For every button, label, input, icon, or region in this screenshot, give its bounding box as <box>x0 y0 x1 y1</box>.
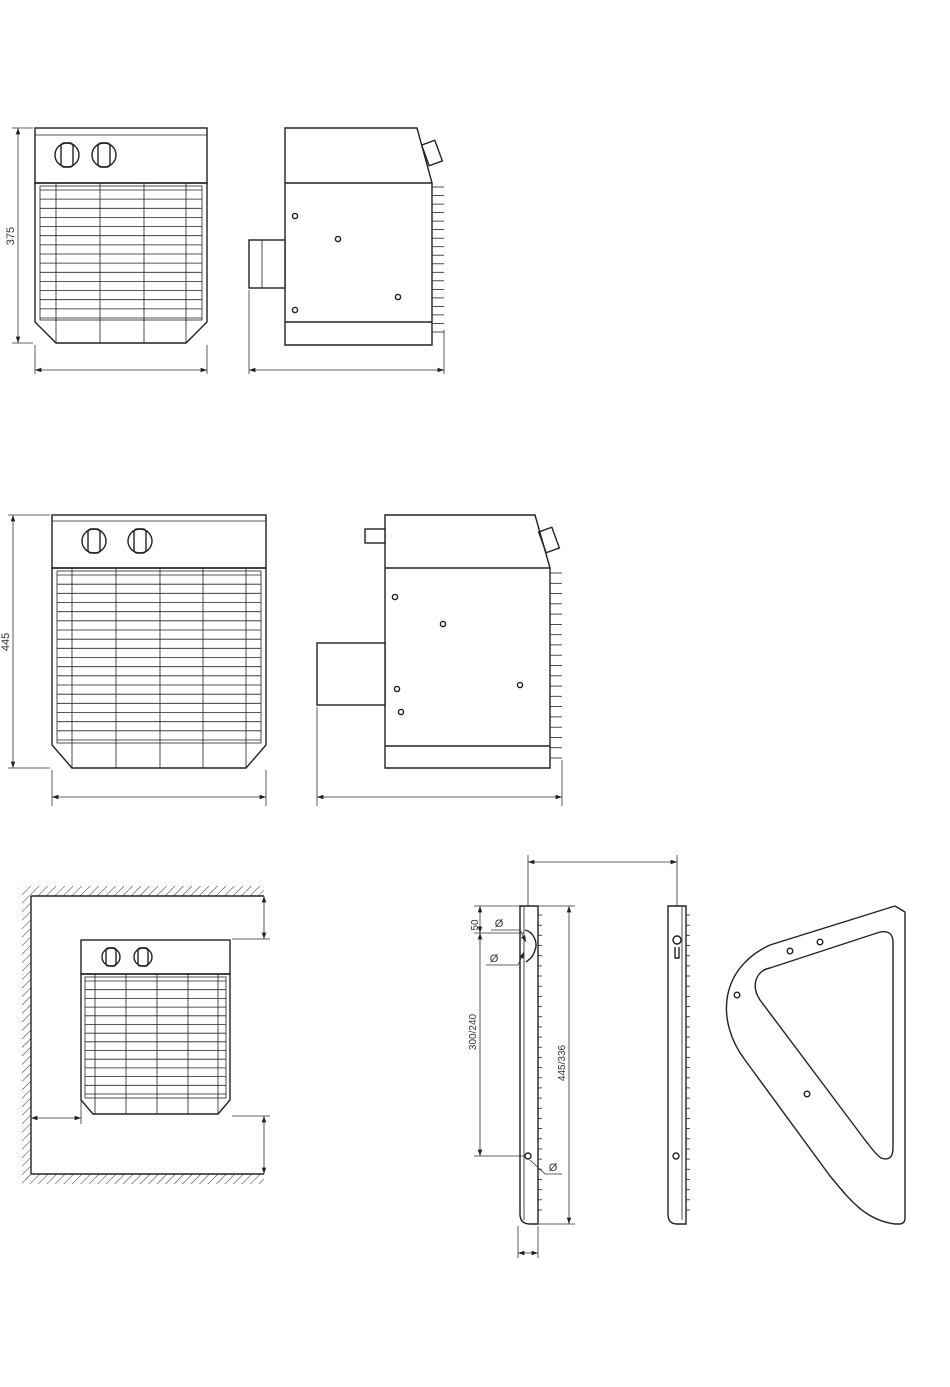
handle-icon <box>422 140 443 165</box>
width-dimension <box>52 770 266 806</box>
diameter-symbol: Ø <box>549 1162 558 1174</box>
depth-dimension <box>317 707 562 806</box>
depth-dimension <box>249 290 444 374</box>
knob-icon <box>55 143 79 167</box>
small-heater-front-view: 375 <box>5 128 207 374</box>
knob-icon <box>134 948 152 966</box>
knob-icon <box>102 948 120 966</box>
front-grille <box>35 183 207 343</box>
knob-icon <box>82 529 106 553</box>
small-heater-side-view <box>249 128 444 374</box>
diameter-symbol: Ø <box>495 918 504 930</box>
bracket-dimension-view: 50 300/240 445/336 Ø Ø Ø <box>468 855 677 1258</box>
dimension-label: 445 <box>0 633 12 651</box>
height-dimension-375: 375 <box>5 128 33 343</box>
front-grille <box>52 568 266 768</box>
large-heater-side-view <box>317 515 562 806</box>
dimension-label-300-240: 300/240 <box>468 1013 479 1050</box>
width-dimension <box>35 345 207 374</box>
knob-icon <box>92 143 116 167</box>
diameter-symbol: Ø <box>490 953 499 965</box>
dimension-label-445-336: 445/336 <box>557 1044 568 1081</box>
bracket-profile-view <box>726 906 905 1224</box>
large-heater-front-view: 445 <box>0 515 266 806</box>
handle-icon <box>539 527 560 552</box>
dimension-label: 375 <box>5 227 17 245</box>
wall-clearance-view <box>22 886 270 1184</box>
bracket-edge-view <box>668 906 690 1224</box>
height-dimension-445: 445 <box>0 515 50 768</box>
dimension-label-50: 50 <box>470 919 481 931</box>
knob-icon <box>128 529 152 553</box>
